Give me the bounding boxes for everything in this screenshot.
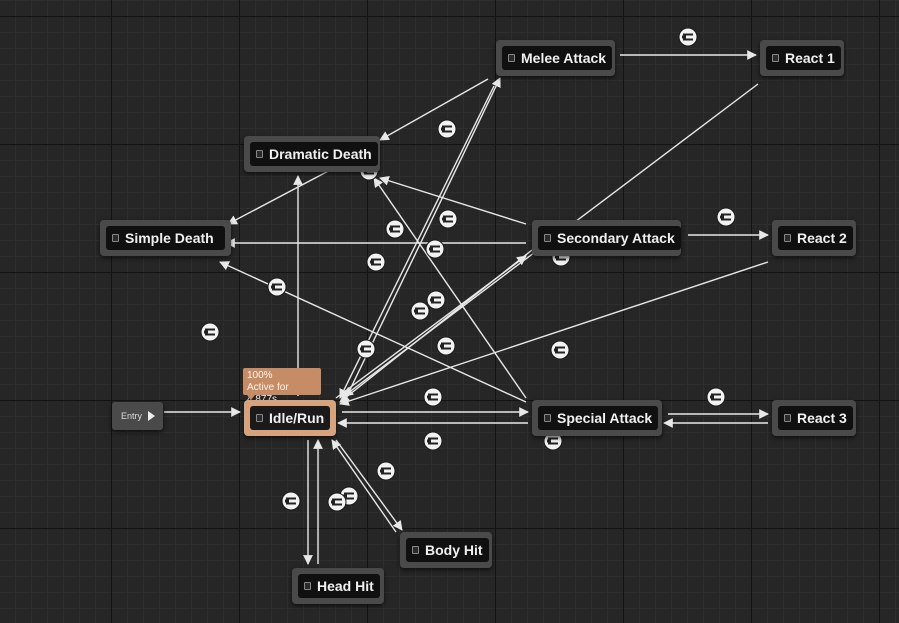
- state-label: Secondary Attack: [557, 230, 675, 246]
- play-arrow-icon: [148, 411, 156, 421]
- transition-rule-icon[interactable]: [706, 387, 726, 407]
- state-label: Melee Attack: [521, 50, 607, 66]
- state-body-hit[interactable]: Body Hit: [400, 532, 492, 568]
- state-node-icon: [412, 546, 419, 554]
- state-node-icon: [784, 414, 791, 422]
- transition-rule-icon[interactable]: [423, 431, 443, 451]
- state-label: React 2: [797, 230, 847, 246]
- state-idle-run[interactable]: Idle/Run: [244, 400, 336, 436]
- transition-wire[interactable]: [379, 78, 489, 141]
- transition-rule-icon[interactable]: [425, 239, 445, 259]
- state-node-icon: [256, 414, 263, 422]
- state-label: Special Attack: [557, 410, 653, 426]
- state-node-icon: [784, 234, 791, 242]
- transition-rule-icon[interactable]: [200, 322, 220, 342]
- entry-label: Entry: [121, 411, 143, 421]
- transition-rule-icon[interactable]: [385, 219, 405, 239]
- transition-wire[interactable]: [331, 439, 397, 533]
- state-node-icon: [544, 234, 551, 242]
- transition-rule-icon[interactable]: [281, 491, 301, 511]
- transition-rule-icon[interactable]: [678, 27, 698, 47]
- state-secondary-attack[interactable]: Secondary Attack: [532, 220, 681, 256]
- state-label: Idle/Run: [269, 410, 325, 426]
- transition-rule-icon[interactable]: [436, 336, 456, 356]
- transition-rule-icon[interactable]: [437, 119, 457, 139]
- transition-wire[interactable]: [373, 177, 527, 399]
- transition-rule-icon[interactable]: [426, 290, 446, 310]
- state-node-icon: [112, 234, 119, 242]
- transition-rule-icon[interactable]: [550, 340, 570, 360]
- transition-rule-icon[interactable]: [327, 492, 347, 512]
- state-dramatic-death[interactable]: Dramatic Death: [244, 136, 380, 172]
- state-label: Body Hit: [425, 542, 483, 558]
- state-simple-death[interactable]: Simple Death: [100, 220, 231, 256]
- transition-rule-icon[interactable]: [376, 461, 396, 481]
- active-state-tooltip: 100% Active for 4.877s: [243, 368, 321, 405]
- state-label: React 3: [797, 410, 847, 426]
- state-node-icon: [772, 54, 779, 62]
- transition-rule-icon[interactable]: [410, 301, 430, 321]
- state-react-2[interactable]: React 2: [772, 220, 856, 256]
- transition-rule-icon[interactable]: [366, 252, 386, 272]
- state-node-icon: [256, 150, 263, 158]
- transition-wire[interactable]: [335, 439, 403, 531]
- transition-rule-icon[interactable]: [356, 339, 376, 359]
- state-react-3[interactable]: React 3: [772, 400, 856, 436]
- state-label: Simple Death: [125, 230, 214, 246]
- active-time: Active for 4.877s: [247, 382, 289, 405]
- state-label: React 1: [785, 50, 835, 66]
- transition-rule-icon[interactable]: [267, 277, 287, 297]
- state-react-1[interactable]: React 1: [760, 40, 844, 76]
- state-melee-attack[interactable]: Melee Attack: [496, 40, 615, 76]
- transition-rule-icon[interactable]: [438, 209, 458, 229]
- transition-rule-icon[interactable]: [423, 387, 443, 407]
- state-label: Head Hit: [317, 578, 374, 594]
- transition-wire[interactable]: [335, 255, 527, 399]
- state-node-icon: [304, 582, 311, 590]
- transition-wire[interactable]: [379, 175, 527, 225]
- state-node-icon: [544, 414, 551, 422]
- state-label: Dramatic Death: [269, 146, 372, 162]
- state-node-icon: [508, 54, 515, 62]
- active-percent: 100%: [247, 370, 273, 381]
- transition-wire[interactable]: [339, 261, 769, 406]
- state-special-attack[interactable]: Special Attack: [532, 400, 662, 436]
- transition-rule-icon[interactable]: [716, 207, 736, 227]
- entry-node[interactable]: Entry: [112, 402, 163, 430]
- transition-wire[interactable]: [227, 166, 337, 225]
- state-head-hit[interactable]: Head Hit: [292, 568, 384, 604]
